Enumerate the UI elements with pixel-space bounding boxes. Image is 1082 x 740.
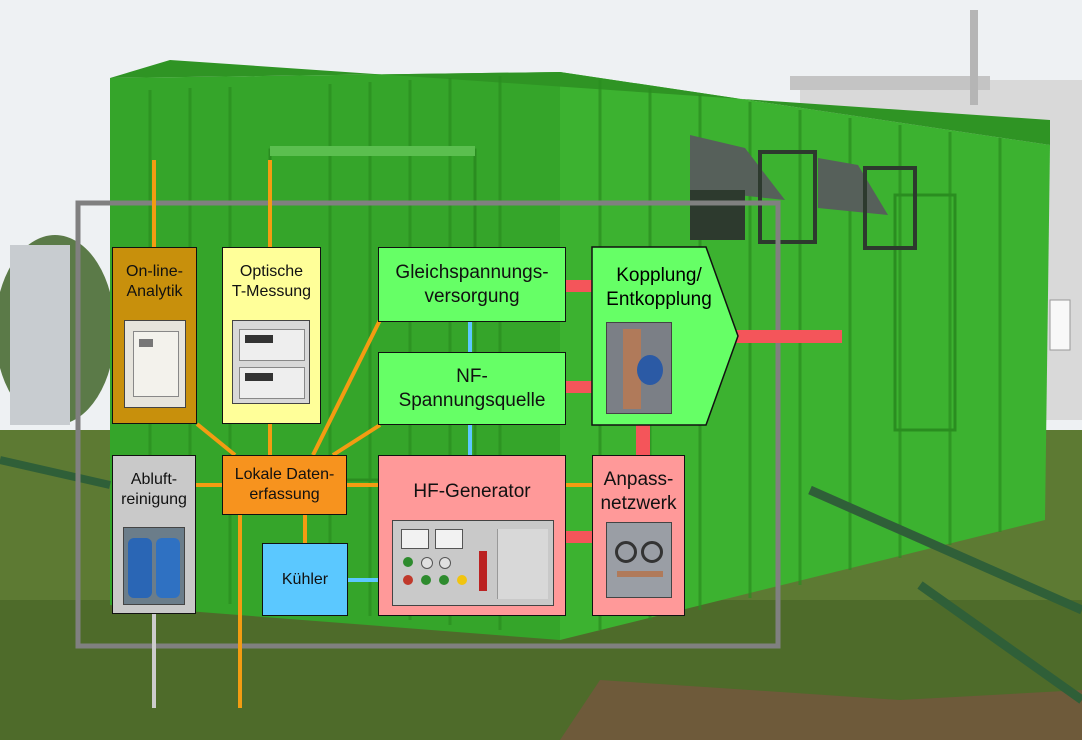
temperature-display-photo [232,320,310,404]
vent-window-2 [758,150,817,244]
pipe-1 [808,485,1082,615]
pipe-2 [917,581,1082,704]
generator-panel-photo [392,520,554,606]
nf-box: NF- Spannungsquelle [378,352,566,425]
lokale-box: Lokale Daten- erfassung [222,455,347,515]
pipe-3 [0,456,111,489]
online-analytik-label: On-line- Analytik [126,263,183,300]
building-roof [790,76,990,90]
nf-label: NF- Spannungsquelle [398,365,546,411]
anpass-label: Anpass- netzwerk [600,469,677,514]
vent-3 [818,158,888,215]
kuehler-box: Kühler [262,543,348,616]
red-connections [566,280,842,543]
orange-connections [152,160,592,708]
kopplung-label: Kopplung/ Entkopplung [606,265,712,310]
barrels-photo [123,527,185,605]
kopplung-text: Kopplung/ Entkopplung [596,264,722,312]
kuehler-label: Kühler [281,570,329,588]
pole [970,10,978,105]
gleich-label: Gleichspannungs- versorgung [395,261,549,307]
matching-network-photo [606,522,672,598]
lokale-label: Lokale Daten- erfassung [234,466,335,503]
optische-label: Optische T-Messung [231,263,312,300]
system-frame [75,200,781,649]
coupling-device-photo [606,322,672,414]
analyzer-cabinet-photo [124,320,186,408]
vent-window-4 [863,166,917,250]
side-door [893,193,957,432]
door-top [270,146,475,156]
building-window [1049,299,1071,351]
left-building [10,245,70,425]
gleich-box: Gleichspannungs- versorgung [378,247,566,322]
vent-window-1 [690,190,745,240]
soil [560,680,1082,740]
container-roof-edge [110,60,1050,145]
hf-label: HF-Generator [413,481,531,502]
abluft-label: Abluft- reinigung [121,471,187,508]
cyan-connections [348,322,472,582]
